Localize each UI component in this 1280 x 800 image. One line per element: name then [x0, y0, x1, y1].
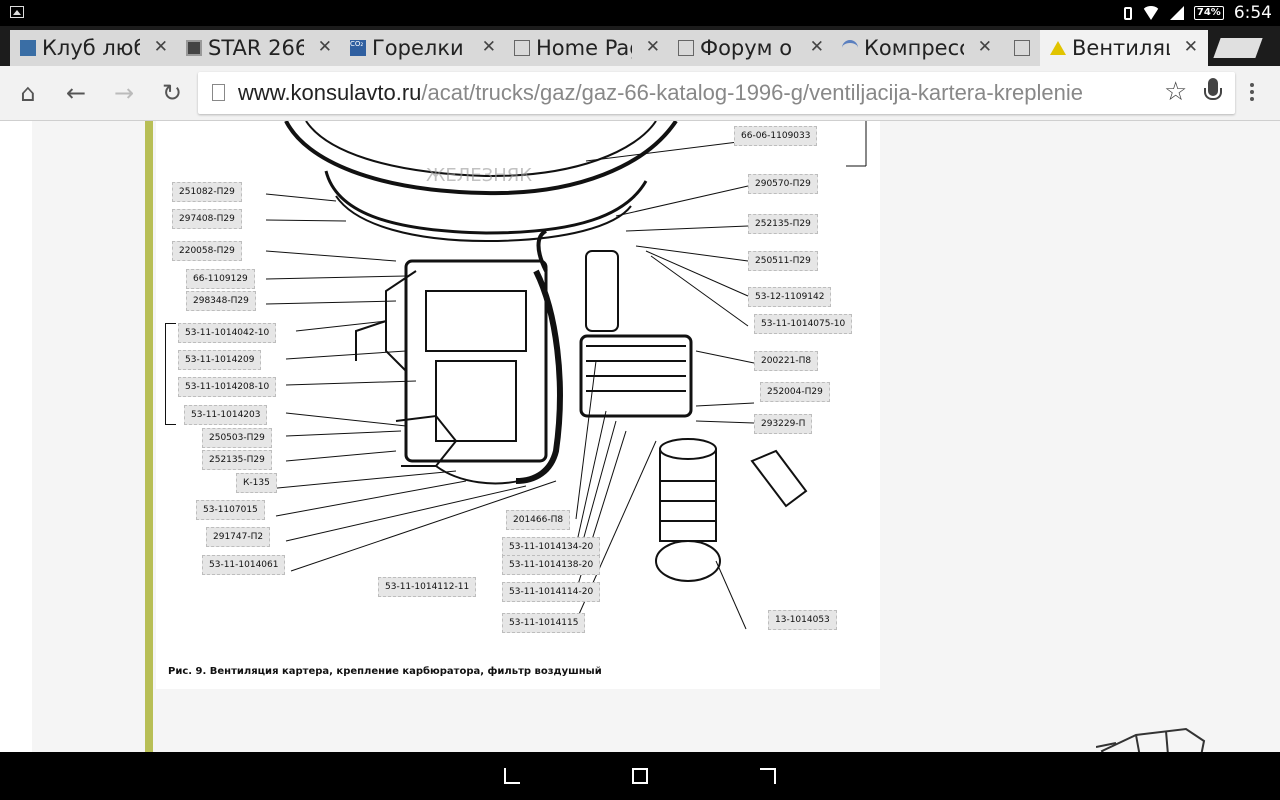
android-nav-bar — [0, 752, 1280, 800]
expand-icon[interactable] — [760, 768, 776, 784]
part-label: 53-11-1014209 — [178, 350, 262, 370]
close-tab-icon[interactable]: ✕ — [153, 37, 168, 57]
close-tab-icon[interactable]: ✕ — [481, 37, 496, 57]
close-tab-icon[interactable]: ✕ — [809, 37, 824, 57]
url-host: www.konsulavto.ru — [238, 80, 422, 105]
status-icons: 74% 6:54 — [1123, 0, 1272, 26]
page-info-icon[interactable] — [212, 84, 225, 101]
tab-blank[interactable] — [1000, 30, 1042, 66]
signal-icon — [1169, 6, 1184, 20]
tab-title: Home Pag — [536, 36, 632, 60]
part-label: 53-12-1109142 — [748, 287, 832, 307]
tab-star[interactable]: STAR 266 ✕ — [176, 30, 342, 66]
part-label: 66-06-1109033 — [734, 126, 818, 146]
watermark-text: ЖЕЛЕЗНЯК — [426, 165, 532, 186]
home-icon[interactable]: ⌂ — [20, 79, 36, 107]
part-label: 293229-П — [754, 414, 813, 434]
tab-forum[interactable]: Форум о , ✕ — [668, 30, 834, 66]
part-label: 53-11-1014208-10 — [178, 377, 277, 397]
part-label: 13-1014053 — [768, 610, 837, 630]
part-label: 53-11-1014114-20 — [502, 582, 601, 602]
tab-home-page[interactable]: Home Pag ✕ — [504, 30, 670, 66]
part-label: 250511-П29 — [748, 251, 818, 271]
tab-title: STAR 266 — [208, 36, 304, 60]
forward-icon[interactable]: → — [113, 79, 135, 107]
group-bracket — [165, 323, 176, 425]
bookmark-star-icon[interactable]: ☆ — [1164, 77, 1188, 107]
part-label: 290570-П29 — [748, 174, 818, 194]
page-favicon — [678, 40, 694, 56]
part-label: 252135-П29 — [202, 450, 272, 470]
tab-compressor[interactable]: Компресс ✕ — [832, 30, 1002, 66]
club-favicon — [20, 40, 36, 56]
close-tab-icon[interactable]: ✕ — [317, 37, 332, 57]
carburetor-drawing: ЖЕЛЕЗНЯК — [245, 121, 867, 630]
status-bar: 74% 6:54 — [0, 0, 1280, 26]
collapse-icon[interactable] — [504, 768, 520, 784]
url-text[interactable]: www.konsulavto.ru/acat/trucks/gaz/gaz-66… — [238, 80, 1158, 106]
co2-favicon: CO₂ — [350, 40, 366, 56]
tab-title: Клуб люб — [42, 36, 140, 60]
tab-title: Горелки - — [372, 36, 468, 60]
parts-diagram: ЖЕЛЕЗНЯК 66-06-1109033 251082-П29 297408… — [156, 121, 880, 689]
part-label: 251082-П29 — [172, 182, 242, 202]
part-label: 252135-П29 — [748, 214, 818, 234]
part-label: 291747-П2 — [206, 527, 271, 547]
part-label: 53-11-1014075-10 — [754, 314, 853, 334]
menu-icon[interactable] — [1250, 80, 1256, 104]
reload-icon[interactable]: ↻ — [161, 79, 183, 107]
battery-icon: 74% — [1193, 6, 1224, 20]
part-label: 250503-П29 — [202, 428, 272, 448]
tab-strip: Клуб люб ✕ STAR 266 ✕ CO₂ Горелки - ✕ Ho… — [0, 26, 1280, 66]
figure-caption: Рис. 9. Вентиляция картера, крепление ка… — [168, 666, 602, 677]
part-label: 200221-П8 — [754, 351, 819, 371]
star-favicon — [186, 40, 202, 56]
picture-notification-icon — [10, 6, 24, 18]
part-label: 53-11-1014138-20 — [502, 555, 601, 575]
part-label: 53-11-1014061 — [202, 555, 286, 575]
tab-title: Форум о , — [700, 36, 796, 60]
tab-club[interactable]: Клуб люб ✕ — [10, 30, 178, 66]
page-content: ЖЕЛЕЗНЯК 66-06-1109033 251082-П29 297408… — [0, 121, 1280, 784]
tab-ventilation-active[interactable]: Вентиляц ✕ — [1040, 30, 1208, 66]
part-label: 252004-П29 — [760, 382, 830, 402]
close-tab-icon[interactable]: ✕ — [977, 37, 992, 57]
toolbar: ⌂ ← → ↻ www.konsulavto.ru/acat/trucks/ga… — [0, 66, 1280, 121]
part-label: 53-1107015 — [196, 500, 265, 520]
part-label: К-135 — [236, 473, 277, 493]
part-label: 53-11-1014042-10 — [178, 323, 277, 343]
compressor-favicon — [842, 40, 858, 56]
back-icon[interactable]: ← — [65, 79, 87, 107]
clock: 6:54 — [1233, 3, 1272, 23]
left-accent-bar — [145, 121, 153, 752]
part-label: 53-11-1014134-20 — [502, 537, 601, 557]
page-favicon — [1014, 40, 1030, 56]
close-tab-icon[interactable]: ✕ — [645, 37, 660, 57]
part-label: 53-11-1014203 — [184, 405, 268, 425]
vibrate-icon — [1123, 6, 1132, 20]
tab-title: Вентиляц — [1072, 36, 1170, 60]
url-path: /acat/trucks/gaz/gaz-66-katalog-1996-g/v… — [421, 80, 1083, 105]
part-label: 53-11-1014115 — [502, 613, 586, 633]
part-label: 53-11-1014112-11 — [378, 577, 477, 597]
microphone-icon[interactable] — [1204, 78, 1222, 100]
tab-title: Компресс — [864, 36, 964, 60]
part-label: 298348-П29 — [186, 291, 256, 311]
part-label: 201466-П8 — [506, 510, 571, 530]
new-tab-button[interactable] — [1213, 38, 1263, 58]
recents-icon[interactable] — [632, 768, 648, 784]
part-label: 220058-П29 — [172, 241, 242, 261]
tab-gorelki[interactable]: CO₂ Горелки - ✕ — [340, 30, 506, 66]
warning-favicon — [1050, 41, 1066, 55]
part-label: 66-1109129 — [186, 269, 255, 289]
part-label: 297408-П29 — [172, 209, 242, 229]
close-tab-icon[interactable]: ✕ — [1183, 37, 1198, 57]
address-bar[interactable]: www.konsulavto.ru/acat/trucks/gaz/gaz-66… — [198, 72, 1235, 114]
wifi-icon — [1141, 6, 1160, 20]
page-favicon — [514, 40, 530, 56]
